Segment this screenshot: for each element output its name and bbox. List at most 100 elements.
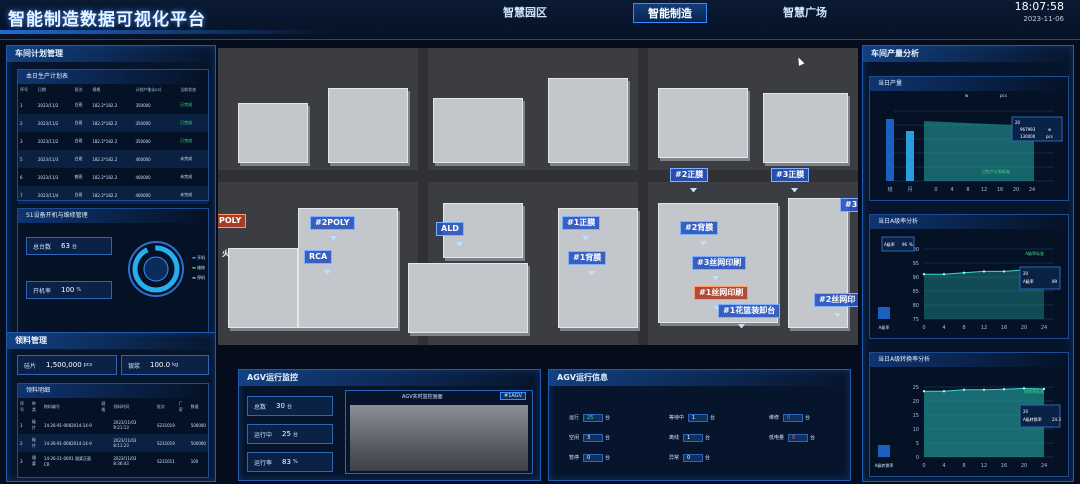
x-tick-label: 20 (1021, 325, 1027, 331)
table-cell: 100 (190, 458, 199, 464)
legend-running: ▬ 开机 (192, 255, 206, 260)
legend-stop: ▬ 停机 (192, 275, 206, 280)
table-cell: 银浆 (31, 455, 36, 466)
building (228, 248, 298, 328)
data-point[interactable] (1022, 387, 1026, 390)
legend-w: w (965, 93, 969, 98)
agv-video-tag[interactable]: #1AGV (500, 392, 526, 400)
infobox-unit: % (909, 242, 913, 247)
table-cell: 未完成 (180, 174, 193, 179)
data-point[interactable] (1002, 388, 1006, 391)
agv-status-value: 0 (683, 454, 704, 462)
map-label[interactable]: ALD (436, 222, 464, 236)
chevron-down-icon (791, 188, 798, 193)
map-label[interactable]: #1丝网印刷 (694, 286, 749, 300)
nav-smart-park[interactable]: 智慧园区 (503, 6, 547, 19)
bar[interactable] (886, 119, 894, 181)
table-cell: 白班 (74, 102, 83, 107)
table-cell: 2023/11/2 (37, 102, 59, 108)
data-point[interactable] (982, 388, 986, 391)
building (788, 198, 848, 328)
map-label[interactable]: #2正膜 (670, 168, 709, 182)
map-label[interactable]: #2丝网印 (814, 293, 858, 307)
data-point[interactable] (942, 390, 946, 393)
bar[interactable] (906, 131, 914, 181)
chevron-down-icon (738, 324, 745, 329)
map-label[interactable]: #1背膜 (568, 251, 607, 265)
map-label[interactable]: #1正膜 (562, 216, 601, 230)
data-point[interactable] (962, 271, 966, 274)
agv-rate-label: 运行率 (254, 459, 273, 467)
x-tick-label: 20 (1013, 187, 1019, 193)
agv-status-label: 空闲 (569, 435, 580, 441)
tooltip-w-unit: w (1048, 127, 1052, 132)
status-legend: ▬ 开机 ▬ 维修 ▬ 停机 (192, 253, 205, 283)
data-point[interactable] (1002, 270, 1006, 273)
agv-status-value: 3 (583, 434, 604, 442)
map-label[interactable]: POLY (218, 214, 247, 228)
x-tick-label: 16 (997, 187, 1003, 193)
map-label[interactable]: #3 (840, 198, 858, 212)
map-label[interactable]: #1花篮装卸台 (718, 304, 781, 318)
x-tick-label: 8 (962, 463, 965, 469)
grade-a-chart[interactable]: 100959085807504812162024A级率A级率标准20A级率89A… (870, 229, 1068, 339)
agv-status-value: 0 (788, 434, 809, 442)
series-area (924, 121, 1034, 181)
map-label[interactable]: #2背膜 (680, 221, 719, 235)
data-point[interactable] (922, 390, 926, 393)
x-tick-label: 24 (1041, 463, 1047, 469)
agv-video-panel[interactable]: AGV实时监控画面 #1AGV (345, 390, 533, 474)
total-unit: 台 (71, 243, 77, 250)
agv-rate-value: 83 (282, 458, 291, 466)
y-tick-label: 85 (913, 289, 919, 295)
map-label[interactable]: #3正膜 (771, 168, 810, 182)
map-label[interactable]: #3丝网印刷 (692, 256, 747, 270)
factory-3d-map[interactable]: #2正膜 #3正膜 #2POLY ALD #1正膜 #2背膜 RCA #1背膜 #3丝网印刷 #1… (218, 48, 858, 345)
agv-status-unit: 台 (705, 435, 711, 441)
issue-title: 领料明细 (18, 384, 208, 398)
data-point[interactable] (982, 270, 986, 273)
data-point[interactable] (1042, 387, 1046, 391)
agv-status-label: 低电量 (769, 435, 785, 441)
table-cell: 2023/11/03 8:36:43 (113, 456, 137, 466)
chevron-down-icon (712, 276, 719, 281)
tooltip-pcs: 130000 (1020, 134, 1036, 139)
data-point[interactable] (962, 388, 966, 391)
building (763, 93, 848, 163)
agv-total-label: 总数 (254, 403, 267, 411)
x-tick-label: 16 (1001, 325, 1007, 331)
data-point[interactable] (942, 273, 946, 276)
nav-smart-manufacturing[interactable]: 智能制造 (633, 3, 707, 23)
data-point[interactable] (922, 273, 926, 276)
agv-status-label: 维修 (769, 415, 780, 421)
table-cell: 350000 (133, 114, 179, 132)
agv-running-unit: 台 (292, 431, 298, 438)
nav-smart-plaza[interactable]: 智慧广场 (783, 6, 827, 19)
agv-monitor-title: AGV运行监控 (239, 370, 540, 386)
table-cell: 2023/11/3 (35, 150, 73, 168)
column-header: 数量 (190, 404, 199, 409)
map-label[interactable]: RCA (304, 250, 333, 264)
map-label[interactable]: #2POLY (310, 216, 355, 230)
table-cell: 硅片 (29, 434, 42, 452)
agv-video-title: AGV实时监控画面 (402, 394, 443, 400)
